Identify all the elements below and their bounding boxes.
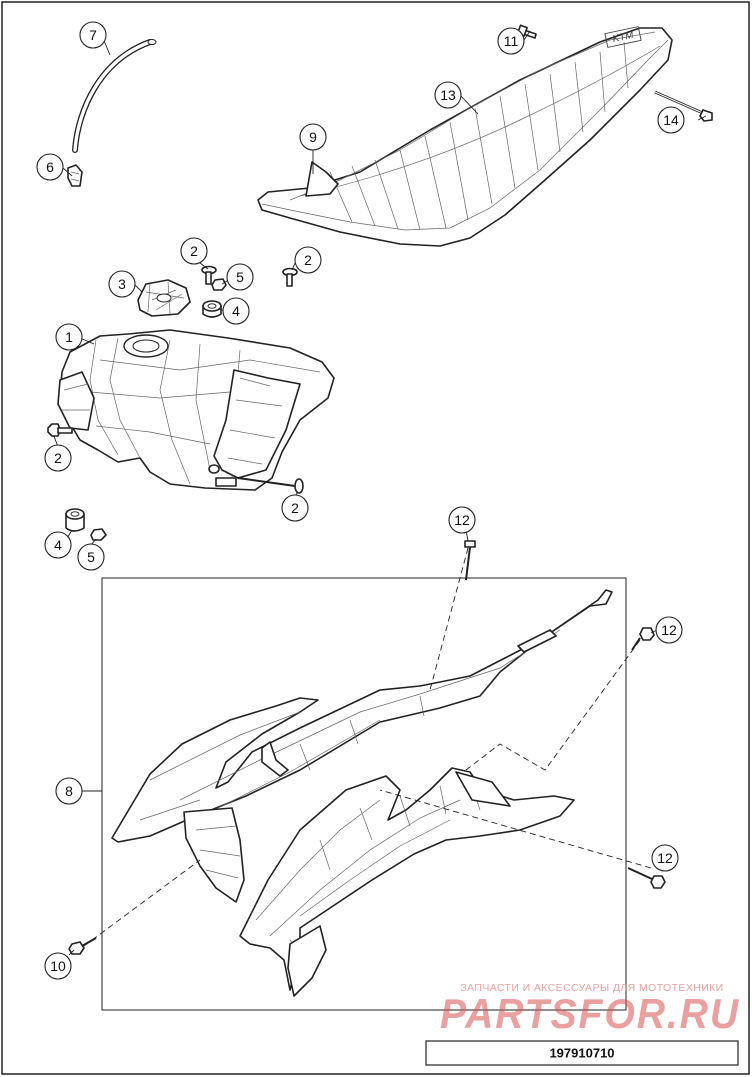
hose-clip bbox=[67, 164, 83, 187]
tank-bushing-bottom bbox=[65, 508, 85, 532]
svg-text:10: 10 bbox=[50, 958, 66, 974]
callout-8: 8 bbox=[55, 777, 83, 805]
tank-spoiler-lower bbox=[239, 767, 575, 997]
callout-12a: 12 bbox=[448, 506, 476, 534]
callout-2c: 2 bbox=[44, 444, 72, 472]
svg-text:12: 12 bbox=[657, 850, 673, 866]
svg-text:8: 8 bbox=[65, 783, 73, 799]
watermark: ЗАПЧАСТИ И АКСЕССУАРЫ ДЛЯ МОТОТЕХНИКИ PA… bbox=[440, 982, 740, 1037]
seat-mount-tab bbox=[305, 161, 339, 197]
tank-screw-top-right bbox=[282, 267, 298, 287]
breather-hose bbox=[72, 39, 157, 153]
callout-7: 7 bbox=[79, 21, 107, 49]
svg-text:5: 5 bbox=[236, 269, 244, 285]
svg-text:2: 2 bbox=[291, 500, 299, 516]
callout-6: 6 bbox=[36, 153, 64, 181]
callout-10: 10 bbox=[44, 952, 72, 980]
callout-12c: 12 bbox=[651, 844, 679, 872]
seat: KTM bbox=[257, 26, 673, 247]
svg-text:2: 2 bbox=[190, 243, 198, 259]
svg-text:12: 12 bbox=[661, 622, 677, 638]
spoiler-group-frame bbox=[101, 577, 627, 1011]
callout-4b: 4 bbox=[44, 531, 72, 559]
callout-12b: 12 bbox=[655, 616, 683, 644]
callout-4a: 4 bbox=[222, 297, 250, 325]
callout-1: 1 bbox=[55, 323, 83, 351]
svg-text:7: 7 bbox=[89, 27, 97, 43]
seat-logo: KTM bbox=[612, 30, 636, 45]
svg-text:4: 4 bbox=[232, 303, 240, 319]
spoiler-bolt-top bbox=[464, 540, 476, 581]
callout-5a: 5 bbox=[226, 263, 254, 291]
svg-text:11: 11 bbox=[504, 33, 519, 49]
callout-3: 3 bbox=[108, 270, 136, 298]
tank-screw-right bbox=[237, 477, 304, 494]
svg-text:4: 4 bbox=[54, 537, 62, 553]
svg-text:9: 9 bbox=[309, 129, 317, 145]
callout-2d: 2 bbox=[281, 494, 309, 522]
svg-text:5: 5 bbox=[87, 549, 95, 565]
callout-9: 9 bbox=[299, 123, 327, 151]
tank-bushing-top bbox=[202, 300, 222, 318]
reference-number-box bbox=[425, 1040, 739, 1066]
svg-text:1: 1 bbox=[65, 329, 73, 345]
tank-screw-left bbox=[47, 423, 73, 437]
tank-screw-top-left bbox=[201, 265, 217, 285]
reference-number: 197910710 bbox=[549, 1046, 614, 1061]
spoiler-bolt-bottom-left bbox=[68, 937, 97, 955]
fuel-tank bbox=[57, 329, 335, 491]
svg-text:12: 12 bbox=[454, 512, 470, 528]
spoiler-bolt-right bbox=[631, 627, 655, 651]
seat-bolt-rear bbox=[654, 90, 713, 122]
spoiler-bolt-bottom-right bbox=[627, 867, 666, 889]
svg-text:2: 2 bbox=[54, 450, 62, 466]
svg-text:14: 14 bbox=[663, 112, 679, 128]
watermark-tagline: ЗАПЧАСТИ И АКСЕССУАРЫ ДЛЯ МОТОТЕХНИКИ bbox=[460, 982, 723, 994]
svg-text:6: 6 bbox=[46, 159, 54, 175]
fuel-tank-cap bbox=[137, 279, 191, 317]
tank-nut-bottom bbox=[90, 528, 107, 541]
callout-2b: 2 bbox=[294, 246, 322, 274]
tank-spoiler-upper bbox=[111, 589, 613, 903]
tank-nut-top bbox=[211, 278, 227, 291]
svg-text:2: 2 bbox=[304, 252, 312, 268]
callout-5b: 5 bbox=[77, 543, 105, 571]
callout-14: 14 bbox=[657, 106, 685, 134]
callout-11: 11 bbox=[497, 27, 525, 55]
callout-13: 13 bbox=[434, 81, 462, 109]
watermark-brand: PARTSFOR.RU bbox=[440, 990, 740, 1037]
callout-2a: 2 bbox=[180, 237, 208, 265]
svg-text:13: 13 bbox=[440, 87, 456, 103]
svg-text:3: 3 bbox=[118, 276, 126, 292]
